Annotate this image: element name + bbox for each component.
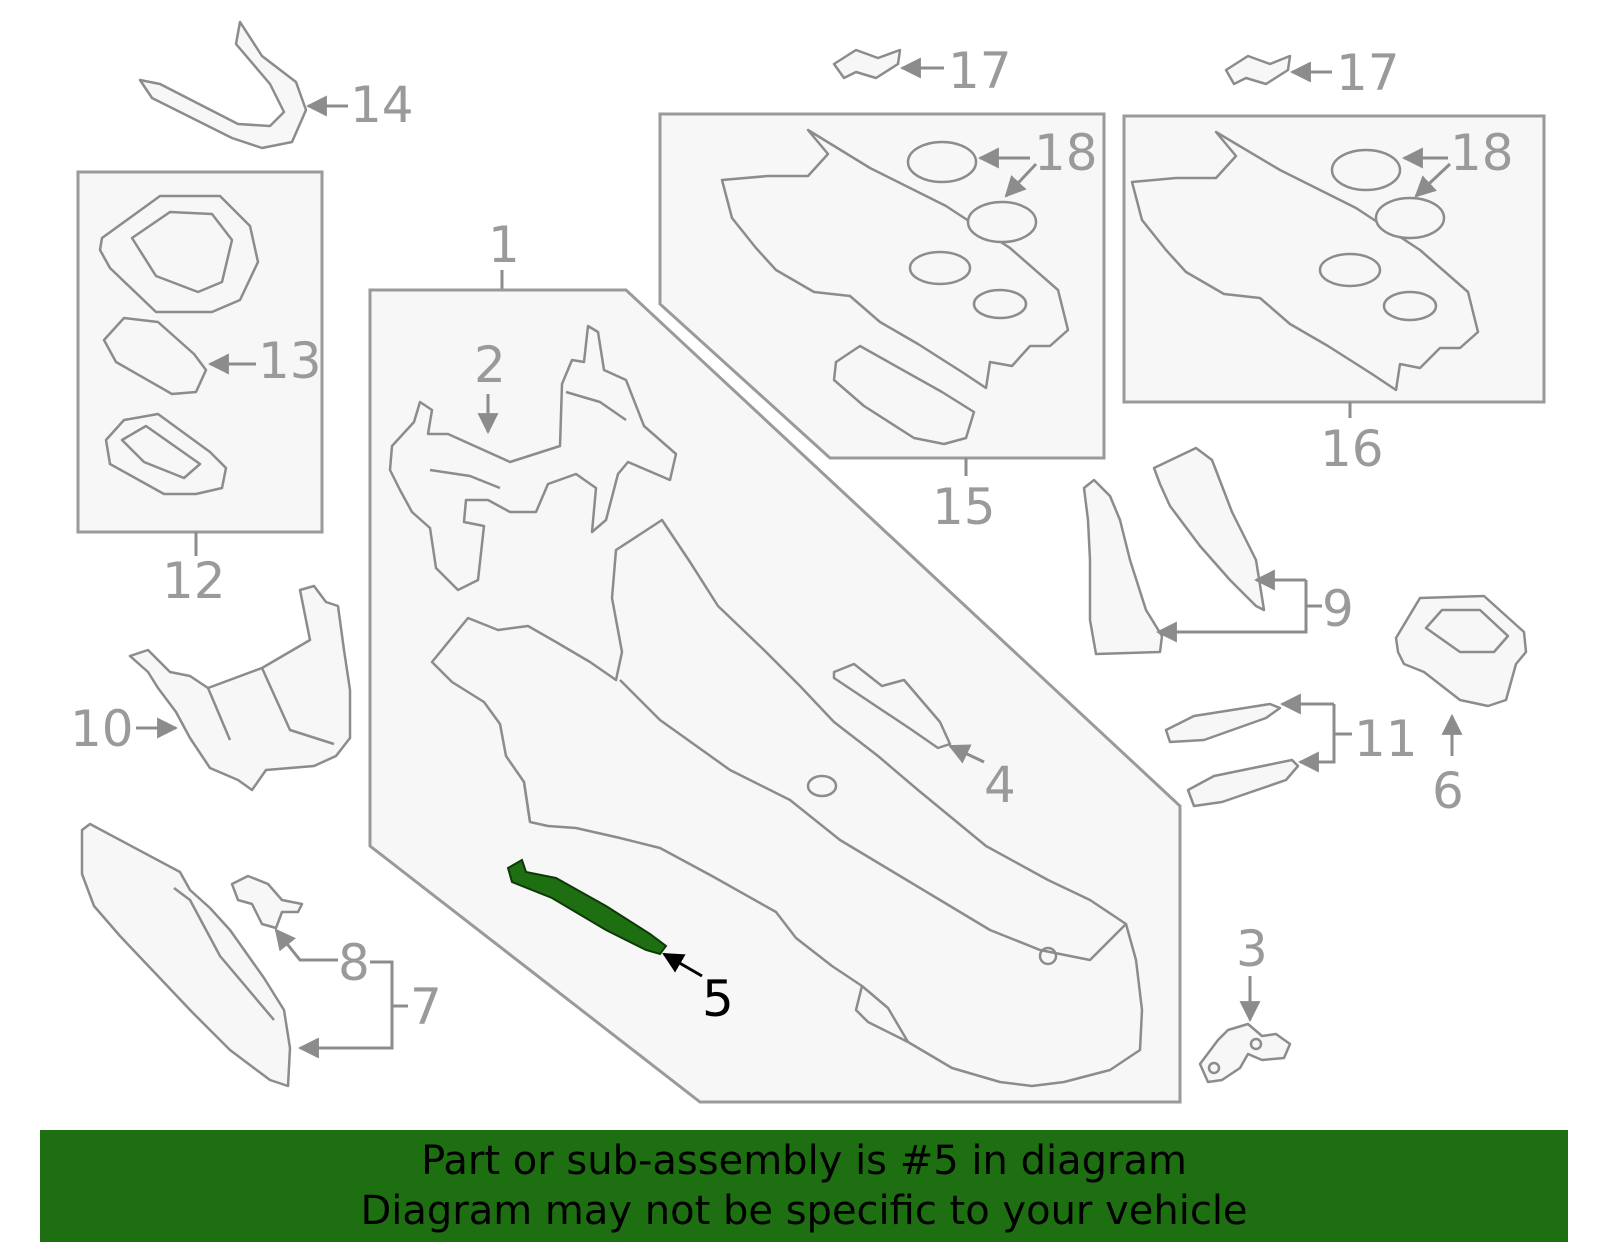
callout-18b: 18 <box>1450 124 1514 182</box>
part-4-trim-strip <box>832 662 952 750</box>
callout-6: 6 <box>1432 762 1464 820</box>
callout-2: 2 <box>474 336 506 394</box>
callout-8: 8 <box>338 934 370 992</box>
banner-line-2: Diagram may not be specific to your vehi… <box>360 1188 1248 1234</box>
callout-3: 3 <box>1236 920 1268 978</box>
part-17-clip-left <box>832 48 902 80</box>
part-1-console-body <box>430 518 1144 1088</box>
callout-1: 1 <box>488 216 520 274</box>
part-6-storage-bin <box>1394 594 1528 708</box>
part-13-shifter-boot-set <box>98 194 260 496</box>
part-7-side-trim-panel <box>80 822 292 1088</box>
part-5-console-bracket-highlighted <box>506 858 668 956</box>
part-18-cup-holder-liners-a <box>906 140 1038 244</box>
part-10-bracket <box>128 584 352 792</box>
callout-13: 13 <box>258 332 322 390</box>
part-2-console-bracket <box>388 324 678 592</box>
part-11-trim-strips <box>1164 702 1300 808</box>
part-14-shift-bezel <box>138 20 308 150</box>
callout-7: 7 <box>410 978 442 1036</box>
callout-11: 11 <box>1354 710 1418 768</box>
part-3-mount-bracket <box>1198 1022 1292 1084</box>
part-15-console-top-panel <box>720 128 1070 446</box>
callout-4: 4 <box>984 756 1016 814</box>
part-18-cup-holder-liners-b <box>1330 148 1446 240</box>
callout-12: 12 <box>162 552 226 610</box>
part-9-trim-panels <box>1082 446 1266 656</box>
info-banner: Part or sub-assembly is #5 in diagram Di… <box>40 1130 1568 1242</box>
part-16-console-top-panel-alt <box>1130 130 1480 392</box>
callout-18a: 18 <box>1034 124 1098 182</box>
callout-17b: 17 <box>1336 44 1400 102</box>
part-8-clip <box>230 874 304 930</box>
callout-17a: 17 <box>948 42 1012 100</box>
callout-5: 5 <box>702 970 734 1028</box>
part-17-clip-right <box>1224 54 1292 86</box>
callout-15: 15 <box>932 478 996 536</box>
callout-16: 16 <box>1320 420 1384 478</box>
callout-10: 10 <box>70 700 134 758</box>
callout-14: 14 <box>350 76 414 134</box>
banner-line-1: Part or sub-assembly is #5 in diagram <box>421 1138 1187 1184</box>
callout-9: 9 <box>1322 580 1354 638</box>
